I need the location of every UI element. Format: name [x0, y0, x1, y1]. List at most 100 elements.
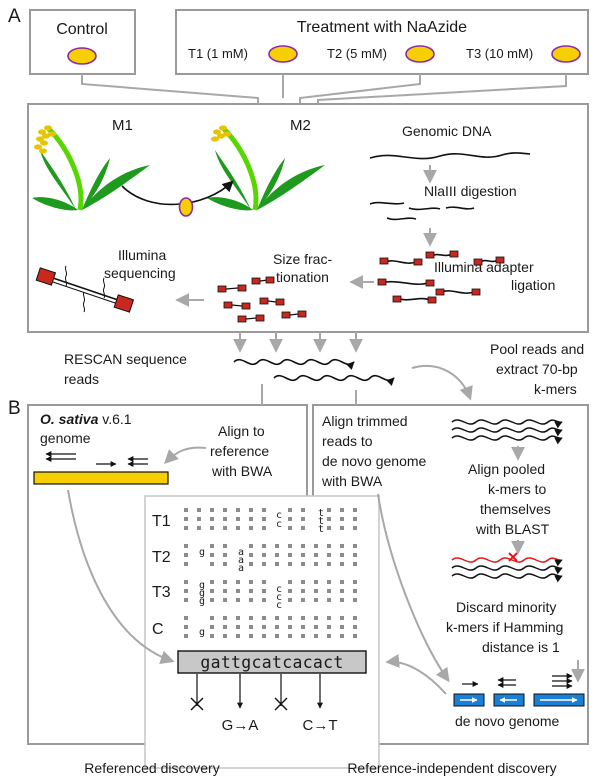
- read-dot: [327, 526, 331, 530]
- read-dot-grid: [184, 508, 357, 638]
- pool-label-line1: Pool reads and: [490, 341, 584, 357]
- read-dot: [275, 553, 279, 557]
- read-dot: [288, 598, 292, 602]
- read-dot: [340, 616, 344, 620]
- read-dot: [327, 634, 331, 638]
- read-dot: [301, 616, 305, 620]
- read-dot: [184, 634, 188, 638]
- read-dot: [223, 580, 227, 584]
- read-dot: [210, 580, 214, 584]
- size-label-line1: Size frac-: [273, 251, 332, 267]
- lab-to-reads-arrows: [233, 332, 363, 353]
- row-label-c: C: [152, 621, 164, 638]
- genomic-dna-strand: [369, 152, 531, 160]
- t1-variant-c1: c: [276, 510, 282, 521]
- read-dot: [197, 517, 201, 521]
- read-dot: [353, 508, 357, 512]
- align-trim-line3: de novo genome: [322, 453, 427, 469]
- read-dot: [223, 589, 227, 593]
- read-dot: [236, 634, 240, 638]
- read-dot: [236, 616, 240, 620]
- read-dot: [288, 580, 292, 584]
- read-dot: [327, 598, 331, 602]
- read-dot: [184, 526, 188, 530]
- size-fractionated-fragments: [217, 276, 307, 323]
- read-dot: [249, 634, 253, 638]
- align-trim-to-denovo-arrow: [377, 493, 450, 683]
- row-label-t2: T2: [152, 549, 171, 566]
- read-dot: [288, 553, 292, 557]
- read-dot: [223, 553, 227, 557]
- read-dot: [223, 634, 227, 638]
- read-dot: [327, 562, 331, 566]
- ligated-fragments: [377, 250, 505, 304]
- reference-sequence-box: [177, 650, 367, 674]
- read-dot: [236, 625, 240, 629]
- read-dot: [210, 553, 214, 557]
- read-dot: [327, 517, 331, 521]
- read-dot: [210, 598, 214, 602]
- align-trim-line2: reads to: [322, 433, 373, 449]
- read-dot: [184, 562, 188, 566]
- read-dot: [184, 517, 188, 521]
- read-dot: [184, 580, 188, 584]
- t1-seed-icon: [268, 45, 298, 63]
- read-dot: [249, 562, 253, 566]
- read-dot: [340, 625, 344, 629]
- control-label: Control: [56, 21, 108, 38]
- read-dot: [249, 526, 253, 530]
- read-dot: [236, 526, 240, 530]
- read-dot: [353, 616, 357, 620]
- read-dot: [327, 616, 331, 620]
- mutation-c-to-t: C→T: [303, 717, 338, 734]
- t3-variant-g2: g: [199, 588, 205, 599]
- rescan-read-strands: [233, 358, 395, 386]
- read-dot: [262, 625, 266, 629]
- t2-variant-a3: a: [238, 563, 244, 574]
- read-dot: [210, 616, 214, 620]
- read-dot: [314, 625, 318, 629]
- read-dot: [353, 589, 357, 593]
- read-dot: [184, 589, 188, 593]
- read-dot: [301, 589, 305, 593]
- read-dot: [327, 589, 331, 593]
- sequencing-label-line2: sequencing: [104, 265, 176, 281]
- read-dot: [249, 589, 253, 593]
- read-dot: [340, 562, 344, 566]
- t1-variant-t3: t: [318, 524, 324, 535]
- read-dot: [223, 562, 227, 566]
- rescan-label-line1: RESCAN sequence: [64, 351, 187, 367]
- lab-process-box: [27, 103, 589, 333]
- read-dot: [275, 562, 279, 566]
- read-dot: [262, 589, 266, 593]
- read-dot: [262, 598, 266, 602]
- t1-variant-t1: t: [318, 508, 324, 519]
- read-dot: [340, 553, 344, 557]
- read-dot: [275, 634, 279, 638]
- read-dot: [301, 544, 305, 548]
- read-dot: [301, 526, 305, 530]
- read-dot: [314, 580, 318, 584]
- genome-species-italic: O. sativa: [40, 411, 99, 427]
- read-dot: [223, 517, 227, 521]
- kmer-strands: [451, 419, 563, 445]
- digested-fragments: [369, 201, 475, 221]
- read-dot: [262, 634, 266, 638]
- read-dot: [210, 517, 214, 521]
- read-dot: [314, 544, 318, 548]
- t1-variant-c2: c: [276, 519, 282, 530]
- read-dot: [314, 562, 318, 566]
- read-dot: [353, 526, 357, 530]
- read-dot: [249, 544, 253, 548]
- read-dot: [210, 625, 214, 629]
- t3-label: T3 (10 mM): [466, 46, 533, 61]
- read-dot: [301, 553, 305, 557]
- read-dot: [353, 598, 357, 602]
- t2-label: T2 (5 mM): [327, 46, 387, 61]
- t2-seed-icon: [405, 45, 435, 63]
- read-dot: [301, 625, 305, 629]
- t3-variant-g3: g: [199, 596, 205, 607]
- t3-variant-c2: c: [276, 592, 282, 603]
- sequencing-label-line1: Illumina: [118, 247, 166, 263]
